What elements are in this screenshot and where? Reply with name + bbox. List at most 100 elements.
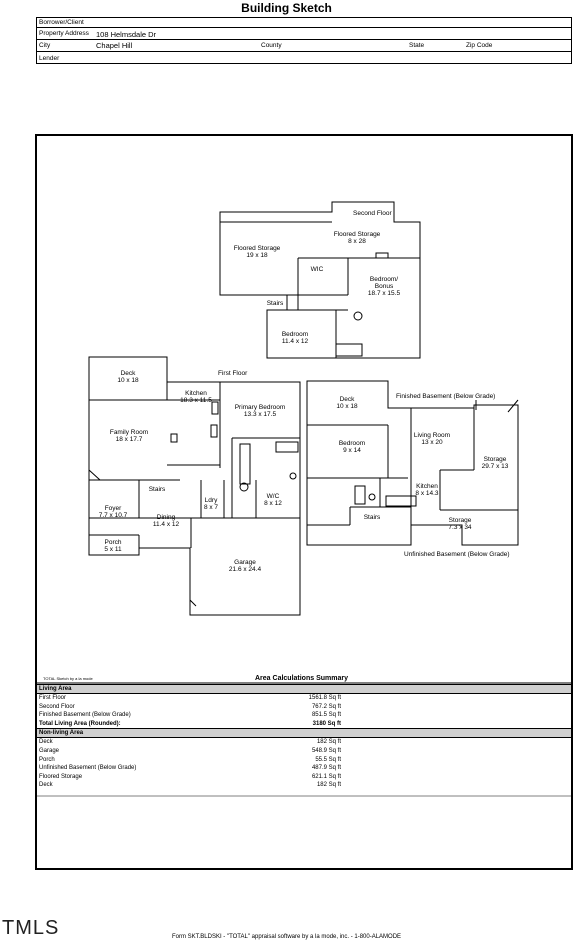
upper-toilet	[353, 311, 363, 321]
kitchen-range	[211, 401, 219, 415]
city-label: City	[39, 42, 51, 49]
basement-walls	[307, 408, 518, 526]
room-dims: 11.4 x 12	[153, 521, 180, 528]
room-dims: 5 x 11	[104, 546, 122, 553]
room-name: Storage	[449, 517, 472, 524]
room-name: Kitchen	[185, 390, 207, 397]
room-name: Family Room	[110, 429, 148, 436]
address-row: Property Address 108 Helmsdale Dr	[37, 28, 571, 40]
upper-tub	[335, 343, 363, 357]
room-dims: 21.6 x 24.4	[229, 566, 262, 573]
summary-row: Unfinished Basement (Below Grade)487.9 S…	[39, 765, 341, 772]
sketch-sheet	[35, 134, 573, 870]
summary-row: Finished Basement (Below Grade)851.5 Sq …	[39, 712, 341, 719]
room-name: Bedroom	[339, 440, 365, 447]
second-floor-fixture	[375, 252, 389, 259]
room-name: W/C	[267, 493, 280, 500]
basement-door-swings	[475, 399, 519, 413]
room-dims: 13 x 20	[421, 439, 443, 446]
sketch-credit: TOTAL Sketch by a la mode	[43, 676, 93, 681]
room-name: Storage	[484, 456, 507, 463]
lender-row: Lender	[37, 52, 571, 64]
room-dims: 8 x 12	[264, 500, 282, 507]
form-footer: Form SKT.BLDSKI - "TOTAL" appraisal soft…	[171, 934, 402, 940]
room-dims: 8 x 28	[348, 238, 366, 245]
level-label-second: Second Floor	[353, 210, 392, 217]
first-floor-walls	[89, 382, 300, 548]
room-name: Floored Storage	[334, 231, 381, 238]
level-label-finished-basement: Finished Basement (Below Grade)	[396, 393, 495, 400]
room-name: Garage	[234, 559, 256, 566]
kitchen-appliance-b	[210, 424, 218, 438]
room-dims: 7.7 x 10.7	[99, 512, 128, 519]
page-title: Building Sketch	[241, 1, 332, 15]
basement-shower	[354, 485, 366, 505]
city-value: Chapel Hill	[96, 41, 133, 50]
address-label: Property Address	[39, 30, 89, 37]
borrower-row: Borrower/Client	[37, 18, 571, 28]
room-name: Floored Storage	[234, 245, 281, 252]
level-label-unfinished-basement: Unfinished Basement (Below Grade)	[404, 551, 510, 558]
room-dims: 18.7 x 15.5	[368, 290, 401, 297]
room-name: Kitchen	[416, 483, 438, 490]
living-area-header: Living Area	[37, 684, 571, 694]
city-row: City Chapel Hill County State Zip Code	[37, 40, 571, 52]
garage-door	[189, 599, 297, 616]
basement-outline	[306, 380, 519, 546]
room-name: Porch	[105, 539, 122, 546]
primary-shower	[239, 443, 251, 485]
room-name: Stairs	[267, 300, 284, 307]
room-name: Foyer	[105, 505, 122, 512]
room-name: Living Room	[414, 432, 450, 439]
basement-counter	[385, 495, 417, 507]
state-label: State	[409, 42, 425, 49]
room-dims: 7.3 x 34	[448, 524, 472, 531]
room-name: Dining	[157, 514, 176, 521]
room-dims: 13.3 x 17.5	[244, 411, 277, 418]
room-dims: 19 x 18	[246, 252, 268, 259]
room-name: Bedroom	[282, 331, 308, 338]
room-dims: 9 x 14	[343, 447, 361, 454]
room-dims: 10 x 18	[336, 403, 358, 410]
address-value: 108 Helmsdale Dr	[96, 30, 157, 39]
room-name: Deck	[121, 370, 137, 377]
room-dims: 8 x 7	[204, 504, 218, 511]
kitchen-appliance-a	[170, 433, 178, 443]
summary-total-row: Total Living Area (Rounded):3180 Sq ft	[39, 720, 341, 727]
property-header: Borrower/Client Property Address 108 Hel…	[36, 17, 572, 64]
room-name: Stairs	[364, 514, 381, 521]
foyer-door-swing	[88, 469, 101, 481]
room-dims: 29.7 x 13	[482, 463, 509, 470]
lender-label: Lender	[39, 55, 60, 62]
room-name: Stairs	[149, 486, 166, 493]
room-name: Bedroom/	[370, 276, 398, 283]
county-label: County	[261, 42, 282, 49]
primary-vanity	[275, 441, 299, 453]
basement-toilet	[368, 493, 376, 501]
room-name: Ldry	[205, 497, 218, 504]
room-name: Deck	[340, 396, 356, 403]
zip-label: Zip Code	[466, 42, 493, 49]
room-dims: 18 x 17.7	[116, 436, 143, 443]
room-name: WIC	[311, 266, 324, 273]
room-name: Bonus	[375, 283, 394, 290]
nonliving-area-header: Non-living Area	[37, 728, 571, 739]
room-dims: 18.3 x 11.5	[180, 397, 212, 404]
primary-toilet	[239, 482, 249, 492]
room-dims: 8 x 14.3	[415, 490, 439, 497]
room-name: Primary Bedroom	[235, 404, 286, 411]
mls-logo: TMLS	[2, 917, 60, 939]
summary-title: Area Calculations Summary	[255, 675, 348, 682]
room-dims: 10 x 18	[117, 377, 139, 384]
room-dims: 11.4 x 12	[282, 338, 309, 345]
borrower-label: Borrower/Client	[39, 19, 84, 26]
